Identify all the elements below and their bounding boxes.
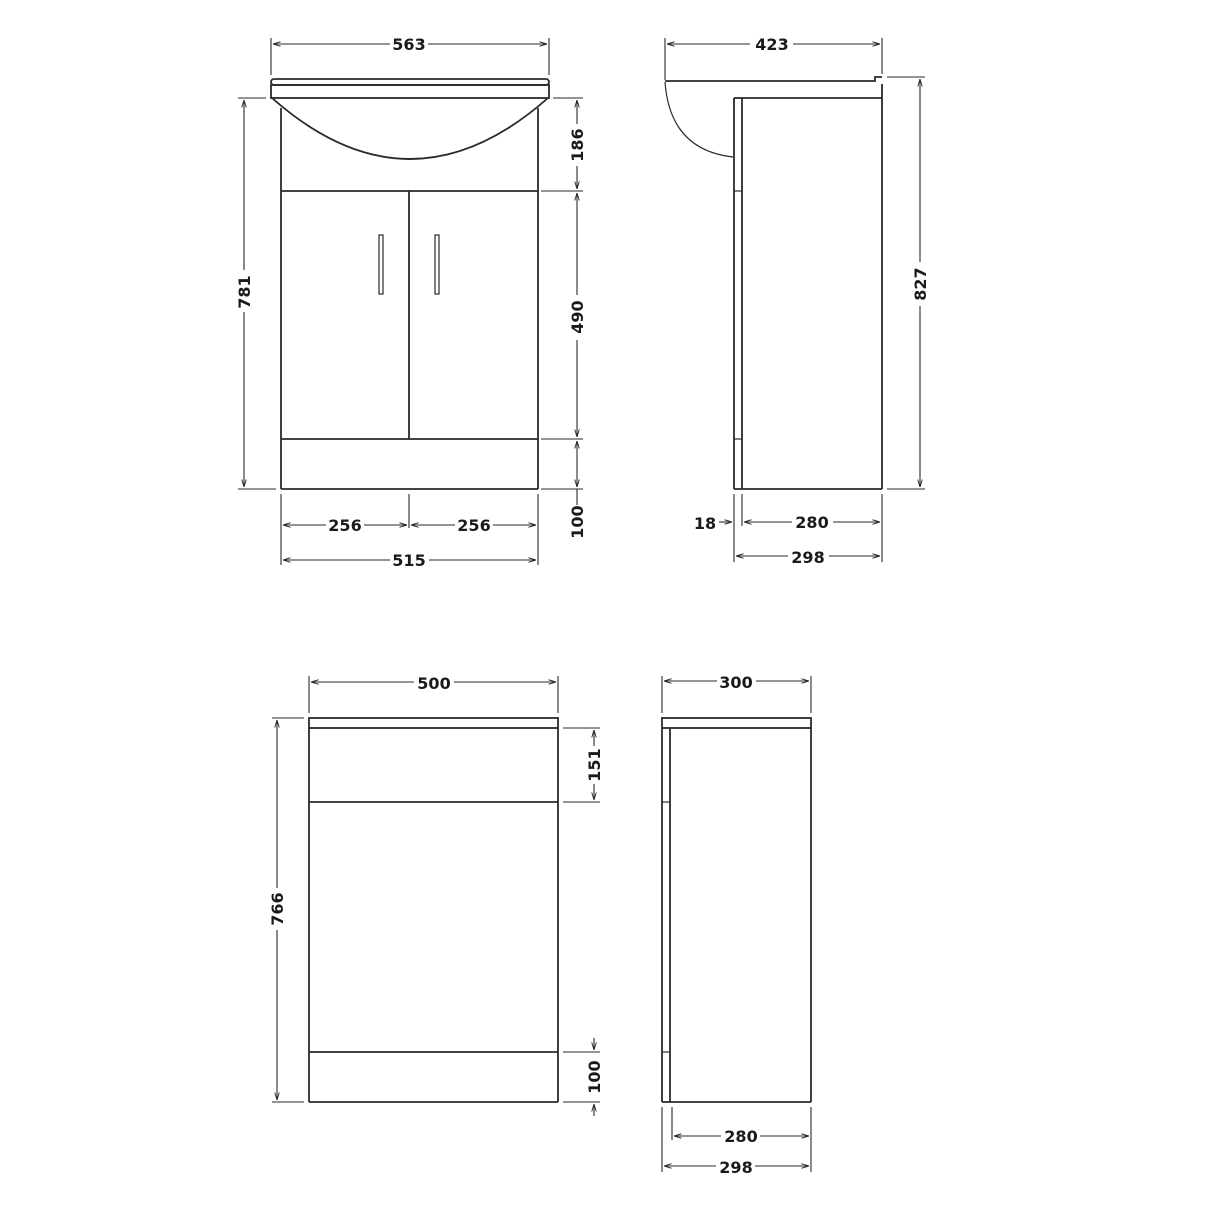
wc-worktop bbox=[308, 717, 559, 729]
wc-side-view: 300 280 298 bbox=[661, 673, 812, 1177]
dim-door-height: 490 bbox=[568, 300, 587, 333]
basin-rim bbox=[270, 78, 550, 86]
basin-front-view: 563 781 186 490 100 256 256 bbox=[235, 35, 587, 570]
dim-wc-plinth-height: 100 bbox=[585, 1060, 604, 1093]
dim-carcass-width: 515 bbox=[392, 551, 425, 570]
dim-basin-width: 563 bbox=[392, 35, 425, 54]
left-door-handle bbox=[378, 234, 384, 295]
basin-top-profile bbox=[665, 76, 882, 82]
dim-wc-top-panel-height: 151 bbox=[585, 748, 604, 781]
wc-side-worktop bbox=[661, 717, 812, 729]
dim-plinth-height: 100 bbox=[568, 505, 587, 538]
dim-side-carcass-depth: 280 bbox=[795, 513, 828, 532]
dim-basin-top-height: 186 bbox=[568, 128, 587, 161]
dim-wc-width: 500 bbox=[417, 674, 450, 693]
right-door-handle bbox=[434, 234, 440, 295]
dim-side-overall-depth: 423 bbox=[755, 35, 788, 54]
dim-side-overall-height: 827 bbox=[911, 267, 930, 300]
dim-wc-side-total-depth: 298 bbox=[719, 1158, 752, 1177]
dim-basin-height: 781 bbox=[235, 275, 254, 308]
dim-right-door-width: 256 bbox=[457, 516, 490, 535]
basin-lip bbox=[270, 84, 550, 99]
dim-wc-height: 766 bbox=[268, 892, 287, 925]
dim-side-total-depth: 298 bbox=[791, 548, 824, 567]
dim-wc-side-depth: 300 bbox=[719, 673, 752, 692]
basin-side-view: 423 827 18 280 298 bbox=[664, 35, 930, 567]
dim-left-door-width: 256 bbox=[328, 516, 361, 535]
basin-bowl bbox=[271, 97, 549, 160]
dim-door-thickness: 18 bbox=[694, 514, 716, 533]
wc-front-view: 500 766 151 100 bbox=[268, 674, 604, 1116]
basin-bowl-profile bbox=[664, 81, 734, 158]
dim-wc-side-carcass-depth: 280 bbox=[724, 1127, 757, 1146]
